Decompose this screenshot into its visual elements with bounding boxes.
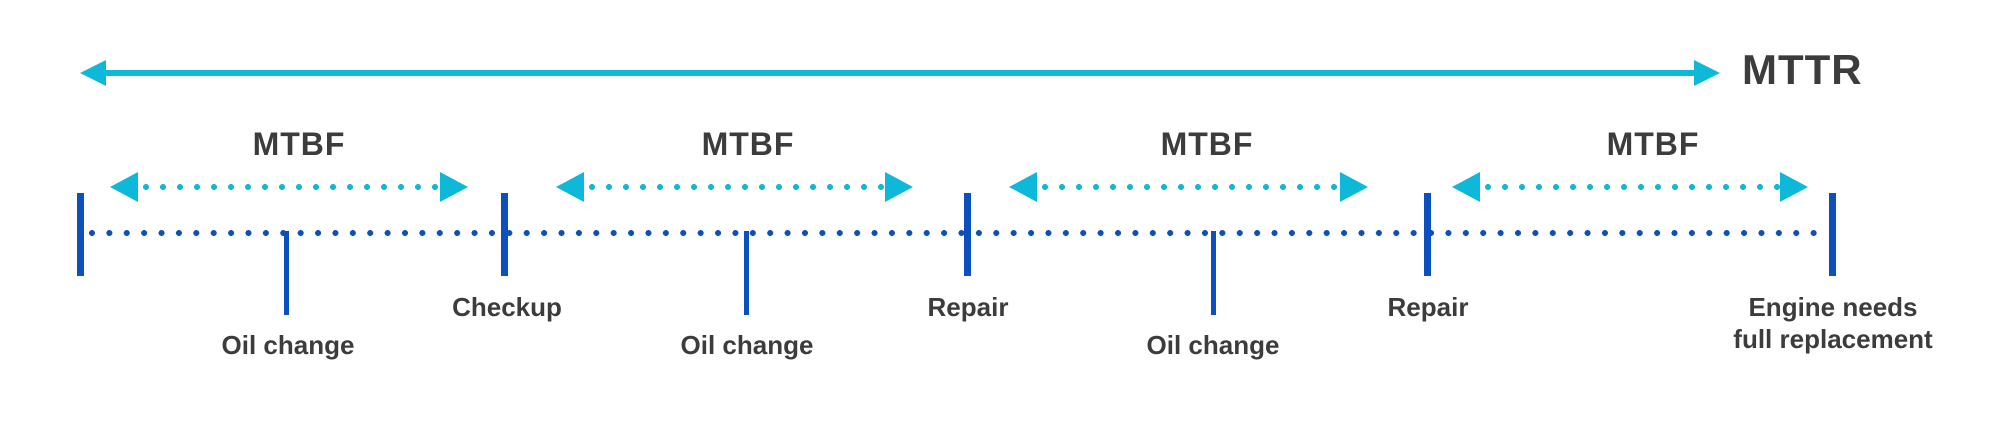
timeline-tick-minor [744,231,749,315]
event-label-checkup: Checkup [452,292,562,322]
mtbf-arrowhead-right-icon [1780,172,1808,202]
mtbf-arrowhead-left-icon [1452,172,1480,202]
mtbf-dotted-line [584,184,885,190]
mtbf-dotted-line [138,184,440,190]
timeline-tick-major [1829,193,1836,276]
mtbf-label: MTBF [1160,126,1254,162]
mtbf-dotted-line [1037,184,1340,190]
timeline-tick-major [77,193,84,276]
timeline-tick-major [501,193,508,276]
timeline-tick-major [1424,193,1431,276]
mtbf-label: MTBF [1606,126,1700,162]
event-label-repair: Repair [927,292,1009,322]
event-label-repair: Repair [1387,292,1469,322]
mtbf-arrowhead-left-icon [110,172,138,202]
mttr-arrowhead-right-icon [1694,60,1720,86]
mtbf-arrowhead-left-icon [556,172,584,202]
timeline-dotted-line [84,230,1826,236]
mtbf-arrowhead-right-icon [885,172,913,202]
mtbf-dotted-line [1480,184,1780,190]
mtbf-arrowhead-left-icon [1009,172,1037,202]
event-label-oil-change: Oil change [1146,330,1280,360]
timeline-tick-minor [284,231,289,315]
event-label-oil-change: Oil change [680,330,814,360]
event-label-engine-replacement: Engine needs full replacement [1703,291,1963,355]
event-label-line1: Engine needs [1748,292,1918,322]
mttr-label: MTTR [1742,46,1863,93]
timeline-tick-major [964,193,971,276]
mtbf-label: MTBF [701,126,795,162]
timeline-tick-minor [1211,231,1216,315]
event-label-oil-change: Oil change [221,330,355,360]
mtbf-arrowhead-right-icon [440,172,468,202]
mttr-arrow-line [94,70,1706,76]
mtbf-label: MTBF [252,126,346,162]
event-label-line2: full replacement [1733,324,1933,354]
mtbf-arrowhead-right-icon [1340,172,1368,202]
